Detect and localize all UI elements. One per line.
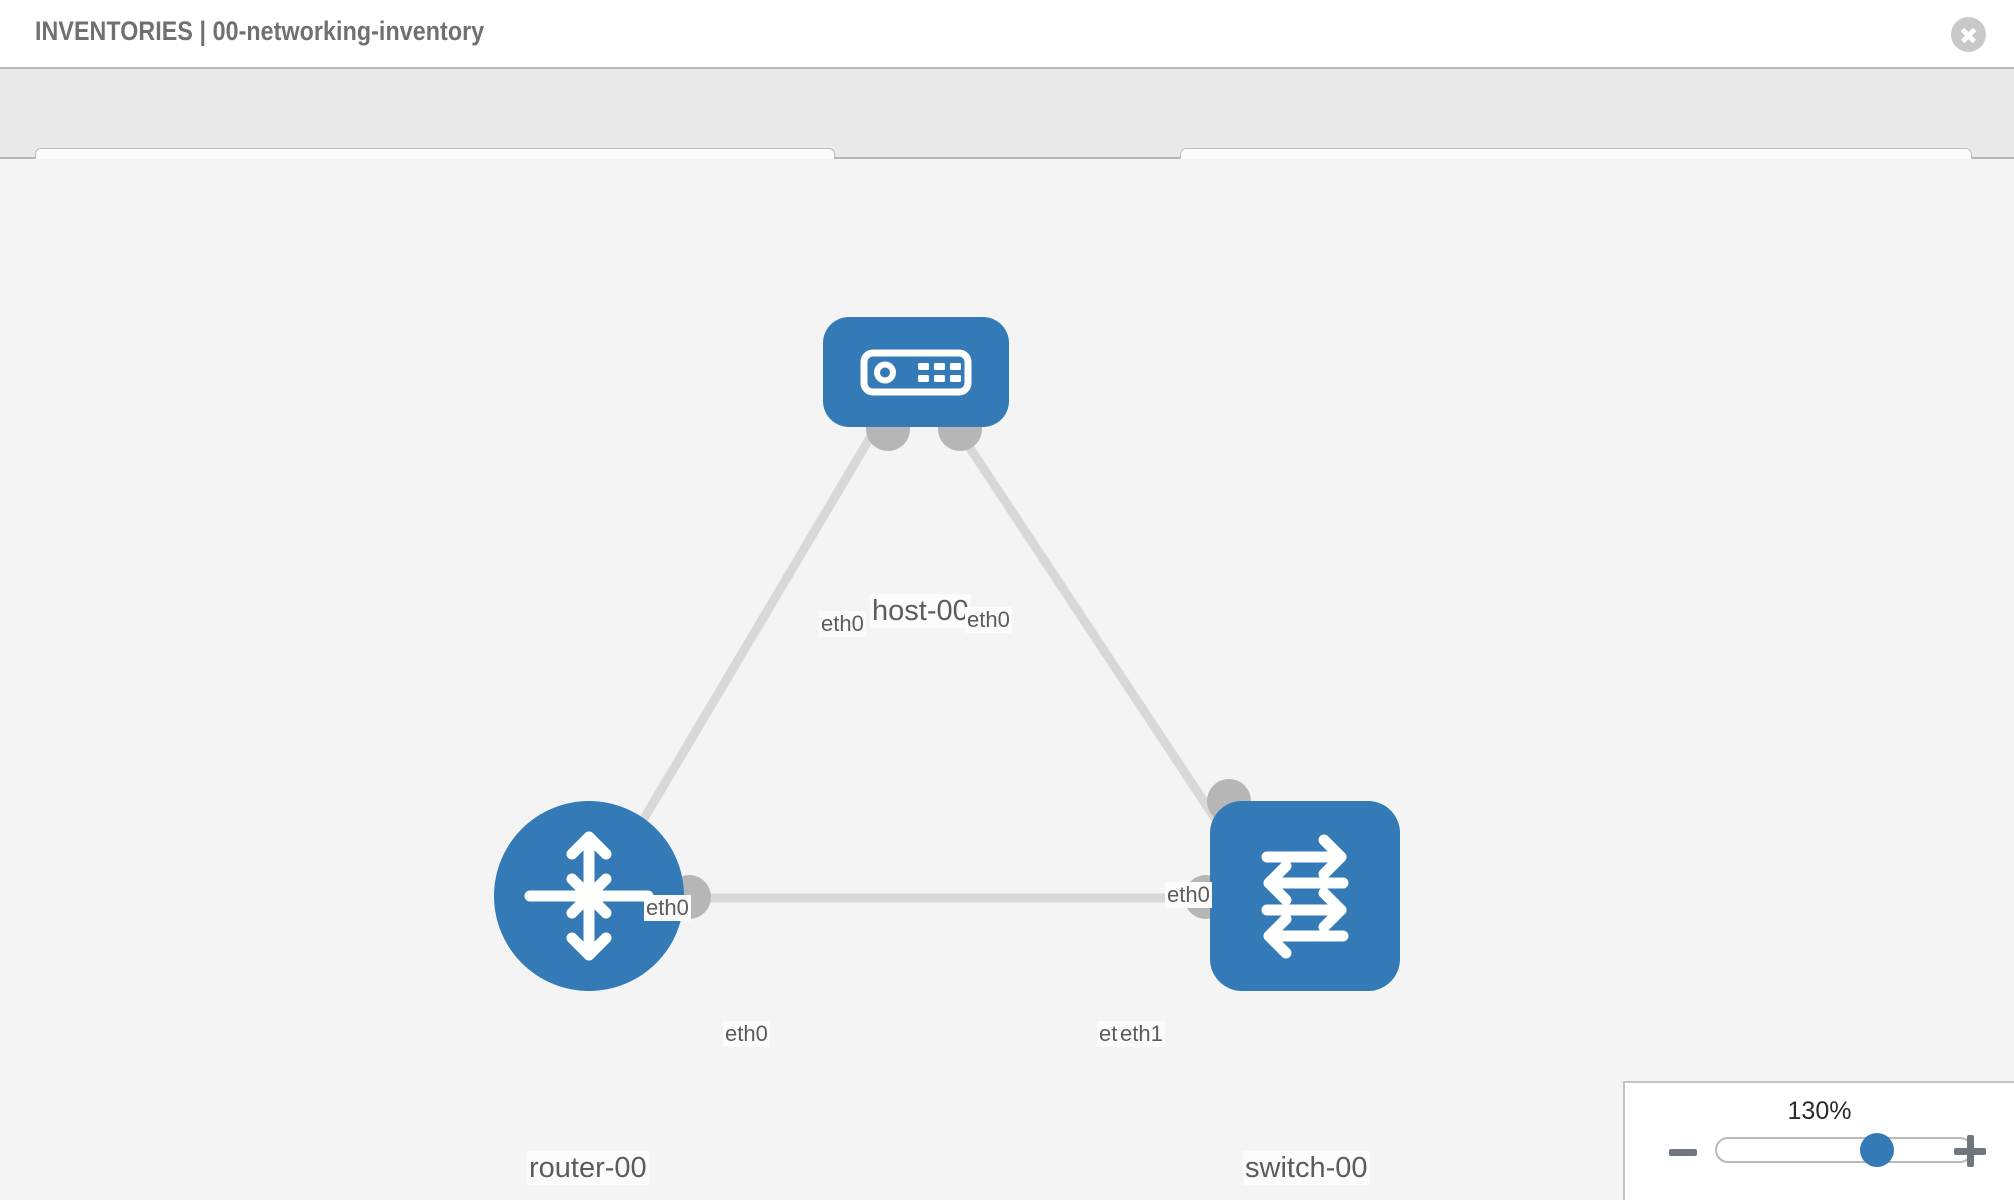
edge-label-switch-left-overlap: et bbox=[1097, 1021, 1120, 1047]
zoom-control-panel: 130% bbox=[1623, 1081, 2014, 1200]
node-switch-00[interactable] bbox=[1210, 801, 1400, 991]
page-title: INVENTORIES | 00-networking-inventory bbox=[35, 16, 485, 46]
edge-label-switch-up: eth0 bbox=[1165, 882, 1212, 908]
edge-label-host-left: eth0 bbox=[819, 611, 866, 637]
edge-label-host-right: eth0 bbox=[965, 607, 1012, 633]
edge-label-router-up: eth0 bbox=[644, 895, 691, 921]
zoom-percent-label: 130% bbox=[1787, 1097, 1852, 1125]
node-router-00[interactable] bbox=[494, 801, 684, 991]
node-label-switch-00: switch-00 bbox=[1243, 1151, 1370, 1185]
link-host-switch bbox=[948, 418, 1246, 862]
router-arrows-icon bbox=[524, 831, 654, 961]
switch-arrows-icon bbox=[1261, 834, 1349, 959]
link-host-router bbox=[616, 418, 884, 862]
topology-links bbox=[616, 418, 1246, 903]
page-header: INVENTORIES | 00-networking-inventory bbox=[0, 0, 2014, 69]
topology-canvas[interactable]: host-00 router-00 switch-00 eth0 eth0 et… bbox=[0, 159, 2014, 1200]
zoom-slider[interactable] bbox=[1715, 1133, 1973, 1167]
node-host-00[interactable] bbox=[823, 317, 1009, 427]
edge-label-router-right: eth0 bbox=[723, 1021, 770, 1047]
close-icon[interactable] bbox=[1951, 17, 1986, 52]
zoom-out-button[interactable] bbox=[1669, 1149, 1697, 1156]
edge-label-switch-left: eth1 bbox=[1118, 1021, 1165, 1047]
toolbar: ACTIONS SEARCH bbox=[0, 69, 2014, 204]
node-label-router-00: router-00 bbox=[527, 1151, 649, 1185]
zoom-in-button[interactable] bbox=[1954, 1135, 1986, 1167]
zoom-slider-thumb[interactable] bbox=[1859, 1133, 1894, 1167]
server-icon bbox=[860, 349, 972, 396]
node-label-host-00: host-00 bbox=[870, 594, 971, 628]
